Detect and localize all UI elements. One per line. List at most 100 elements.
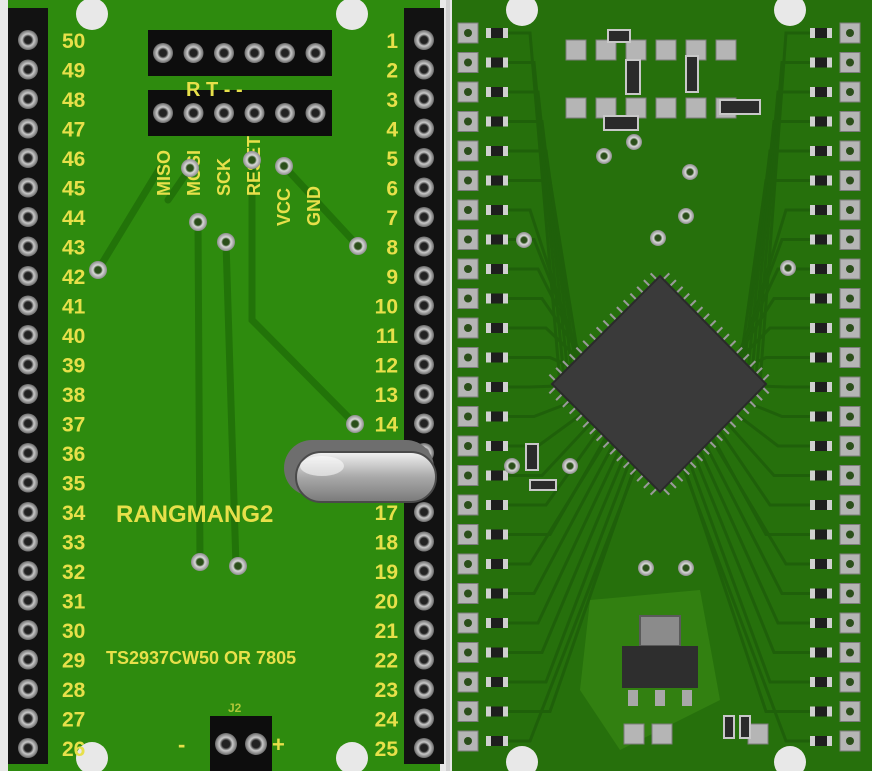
pin-label-right: 8 [386,237,398,260]
header-pin [414,118,434,139]
via [650,230,666,246]
isp-pin [214,43,234,63]
smd-component [719,99,761,115]
header-pin [18,679,38,699]
pin-label-left: 34 [62,502,86,525]
header-pin [414,708,434,729]
header-pin [18,59,38,80]
through-hole-pad [623,723,645,745]
pin-label-left: 45 [62,178,86,201]
header-pin [414,295,434,316]
header-pin [414,207,434,227]
pin-label-left: 42 [62,266,85,289]
pin-label-right: 12 [375,355,398,378]
header-pin [414,590,434,611]
via [229,557,247,575]
pin-label-right: 23 [375,679,398,702]
header-pin [18,266,38,286]
via [678,560,694,576]
header-pin [414,89,434,109]
isp-label: SCK [214,158,234,196]
isp-pad [715,39,737,61]
isp-pin [183,43,204,63]
header-pin [18,207,38,227]
header-pin [18,148,38,168]
mounting-notch [774,0,806,26]
header-pin [18,443,38,463]
header-pin [18,531,38,552]
isp-pad [565,97,587,119]
header-pin [414,59,434,80]
via [181,159,199,177]
smd-component [529,479,557,491]
header-pin [18,472,38,493]
header-pin [414,561,434,581]
power-connector-j2 [210,716,272,771]
regulator-text: TS2937CW50 OR 7805 [106,648,296,668]
pin-label-left: 26 [62,738,85,761]
via [626,134,642,150]
pin-label-right: 7 [386,207,398,230]
header-pin [18,354,38,375]
header-pin [414,649,434,670]
pin-label-left: 44 [62,207,86,230]
pin-label-right: 11 [376,325,399,348]
top-view-board: 5049484746454443424140393837363534333231… [8,0,444,771]
mcu-chip [548,272,770,496]
isp-pin [153,43,173,63]
mounting-notch [76,0,108,30]
isp-pad [685,97,707,119]
isp-pin [244,103,265,123]
isp-pin [305,103,326,123]
pin-label-right: 2 [386,60,398,83]
pin-label-right: 25 [375,738,399,761]
pin-label-left: 31 [62,591,86,614]
pin-label-left: 41 [62,296,86,319]
pin-label-right: 20 [375,591,398,614]
isp-pin [183,103,204,123]
isp-header [148,30,332,136]
header-pin [414,384,434,404]
header-pin [18,708,38,729]
via [682,164,698,180]
header-pin [414,502,434,522]
pin-label-right: 4 [386,119,398,142]
mounting-notch [506,746,538,771]
view-divider [446,0,450,771]
pin-label-left: 27 [62,709,85,732]
pin-label-left: 48 [62,89,86,112]
voltage-regulator [622,615,698,706]
isp-pin [214,103,234,123]
mounting-notch [336,742,368,771]
header-pin [18,325,38,345]
pin-label-right: 3 [386,89,398,112]
isp-pad [655,97,677,119]
mounting-notch [336,0,368,30]
pin-label-left: 32 [62,561,85,584]
pin-label-left: 39 [62,355,85,378]
crystal-oscillator [284,440,437,503]
via [191,553,209,571]
isp-label: MISO [154,150,174,196]
header-pin [18,502,38,522]
header-pin [18,236,38,257]
header-pin [18,118,38,139]
header-pin [18,620,38,640]
isp-pad [565,39,587,61]
header-pin [414,266,434,286]
smd-component [739,715,751,739]
via [596,148,612,164]
via [638,560,654,576]
mounting-notch [506,0,538,26]
pin-label-right: 13 [375,384,398,407]
top-traces [94,156,362,570]
pin-label-left: 43 [62,237,85,260]
header-pin [414,738,434,758]
pin-label-left: 37 [62,414,85,437]
isp-pin [244,43,265,63]
header-pin [414,148,434,168]
header-pin [414,30,434,50]
via [780,260,796,276]
pin-label-right: 24 [375,709,399,732]
via [562,458,578,474]
